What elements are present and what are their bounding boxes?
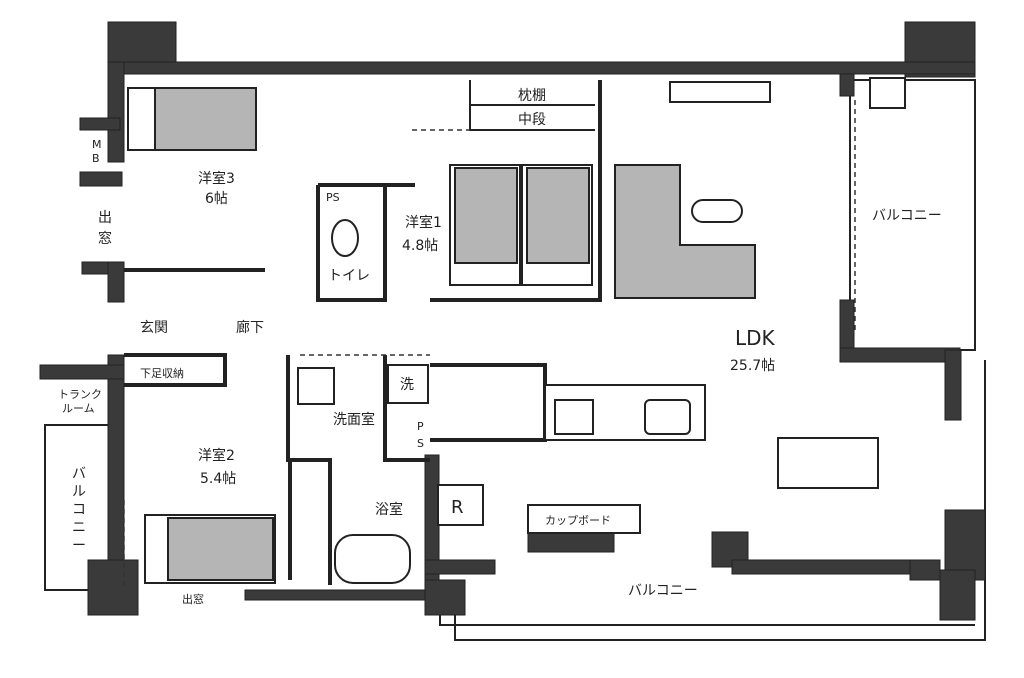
bay-window-left-2: 窓 [98,230,112,247]
bay-window-bottom: 出窓 [182,592,204,606]
toilet-label: トイレ [328,268,370,284]
dining-table [777,437,879,489]
dashed-lines [123,100,856,590]
refrigerator-space [437,484,484,526]
ps-label-bottom-2: S [417,437,424,450]
room-name-western3: 洋室3 [198,170,235,187]
room-size-western2: 5.4帖 [200,471,236,487]
balcony-left-label-1: バ [72,466,86,482]
bathroom-label: 浴室 [375,501,403,518]
washer-label: 洗 [400,377,414,393]
bed-western1b [526,167,590,264]
stove [554,399,594,435]
washer-space [387,364,429,404]
upper-shelf-label: 枕棚 [518,88,546,104]
balcony-left-label-3: コ [72,502,86,518]
room-name-ldk: LDK [735,326,776,350]
trunk-room-label-1: トランク [58,388,102,401]
hallway-label: 廊下 [236,319,264,336]
coffee-table [691,199,743,223]
outdoor-unit [869,77,906,109]
bay-window-left-1: 出 [98,210,112,226]
toilet-fixture [331,219,359,257]
cupboard-label: カップボード [545,514,611,527]
mb-label-2: B [92,152,100,165]
room-labels: 洋室3 6帖 洋室1 4.8帖 洋室2 5.4帖 LDK 25.7帖 トイレ 玄… [58,88,942,606]
furniture [127,77,906,584]
bed-western3 [154,87,257,151]
sink [297,367,335,405]
bed-western2 [167,517,274,581]
cupboard-box [527,504,641,534]
tv-board [669,81,771,103]
balcony-bottom-label: バルコニー [628,583,698,599]
refrigerator-label: R [451,497,464,518]
shoe-storage-label: 下足収納 [140,367,184,380]
balcony-right-label: バルコニー [872,208,942,224]
mb-label-1: M [92,138,102,151]
ps-label-bottom-1: P [417,420,424,433]
balcony-left-label-2: ル [72,484,86,500]
room-name-western2: 洋室2 [198,447,235,464]
kitchen-sink [644,399,691,435]
balcony-left-label-5: ー [72,538,86,554]
room-size-western3: 6帖 [205,191,228,207]
room-size-western1: 4.8帖 [402,238,438,254]
bathtub [334,534,411,584]
ps-label-top: PS [326,191,340,204]
entrance-label: 玄関 [140,319,168,336]
middle-shelf-label: 中段 [518,112,546,128]
room-size-ldk: 25.7帖 [730,358,775,374]
room-name-western1: 洋室1 [405,214,442,231]
balcony-left-label-4: ニ [72,520,86,536]
washroom-label: 洗面室 [333,411,375,428]
sofa [614,164,756,299]
bed-western1a [454,167,518,264]
walls [39,21,986,621]
trunk-room-label-2: ルーム [62,402,95,415]
